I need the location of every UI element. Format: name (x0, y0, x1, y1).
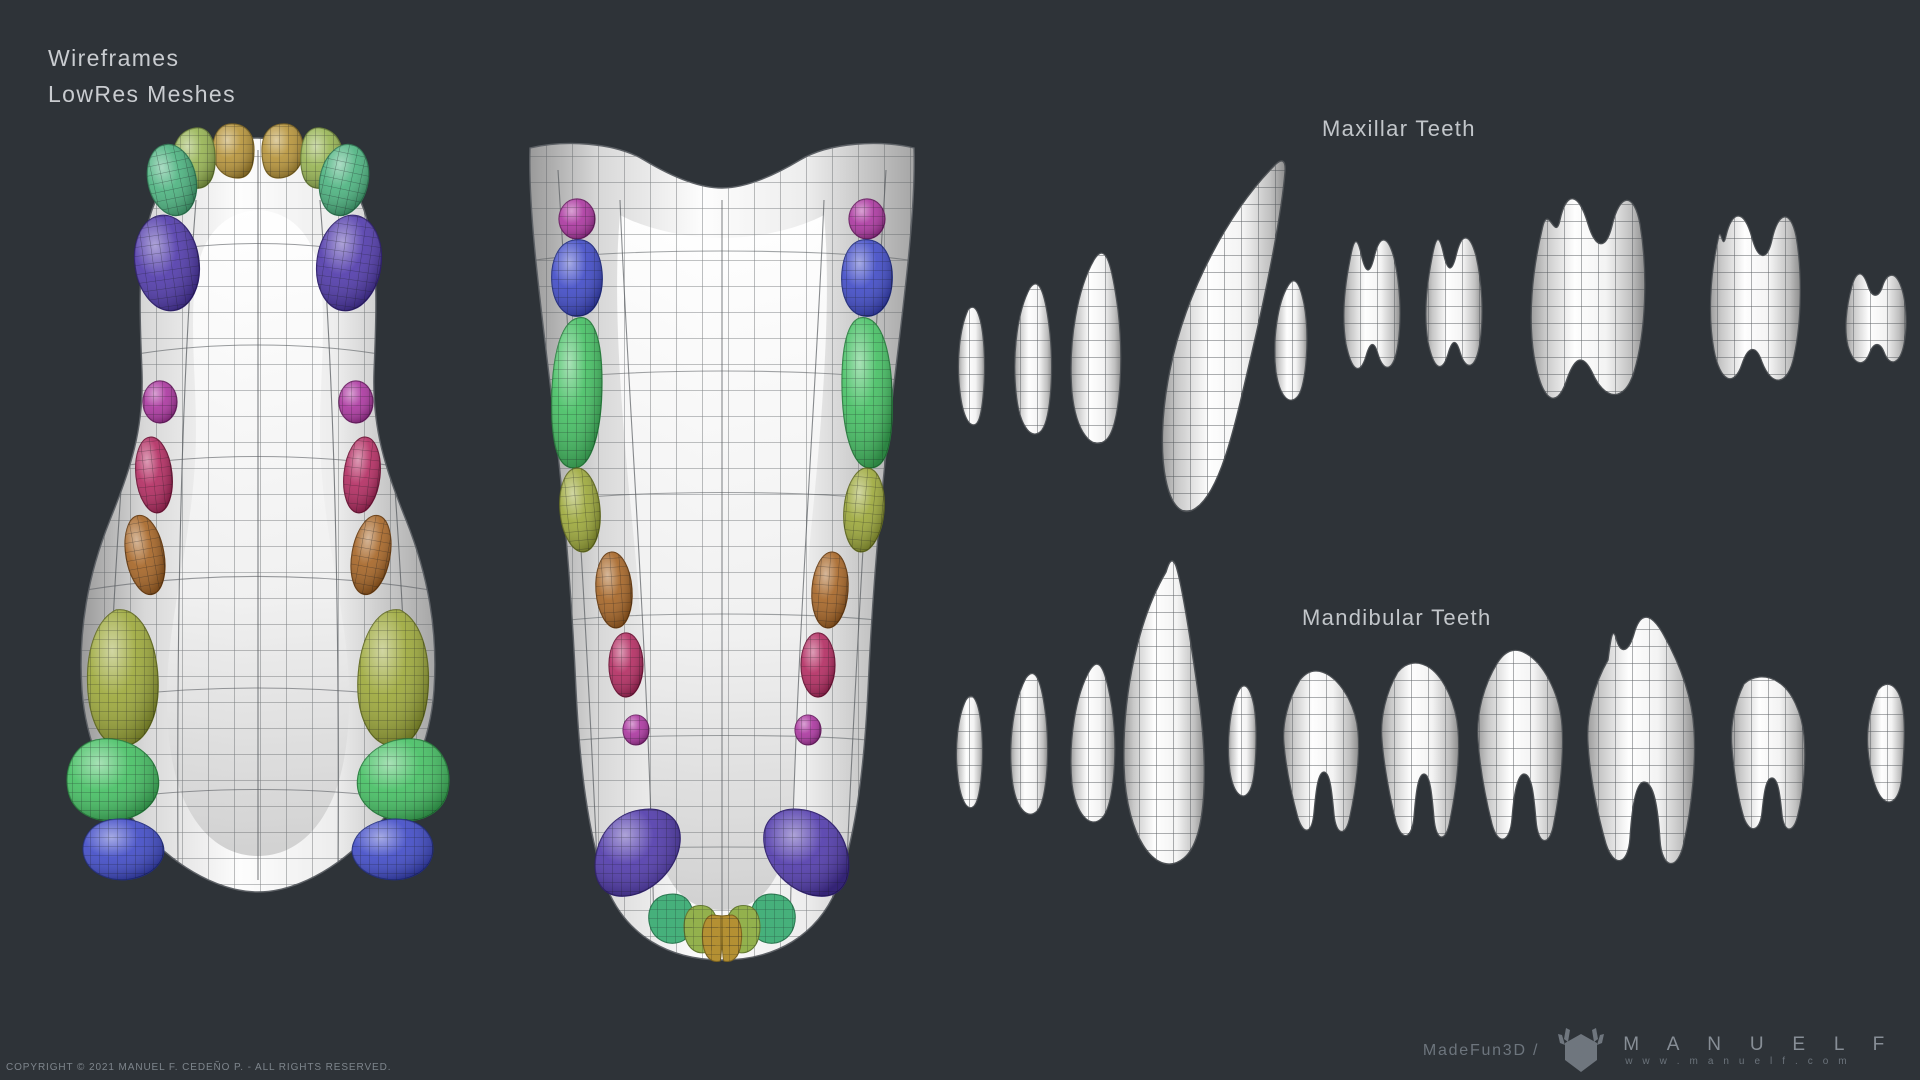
tooth-mandibular-molar-5[interactable] (1730, 676, 1806, 830)
tooth-mandibular-molar-4[interactable] (1587, 616, 1696, 865)
socket-premolar3-left[interactable] (119, 512, 170, 597)
tooth-mandibular-incisor-2[interactable] (1010, 672, 1049, 815)
socket-mandible-crimson-right[interactable] (800, 632, 836, 698)
socket-molar2-right[interactable] (356, 738, 450, 822)
tooth-maxillar-molar-2[interactable] (1709, 215, 1801, 381)
socket-mandible-purple-right[interactable] (763, 808, 850, 897)
socket-mandible-blue-right[interactable] (841, 239, 893, 317)
socket-canine-root-right[interactable] (311, 211, 388, 315)
socket-mandible-olive-left[interactable] (556, 466, 603, 553)
socket-premolar1-right[interactable] (338, 380, 374, 424)
socket-mandible-purple-left[interactable] (594, 808, 681, 897)
footer-branding: MadeFun3D / M A N U E L F w w w . m a n … (1423, 1026, 1896, 1076)
page-title-wireframes: Wireframes (48, 45, 180, 71)
brand-url: w w w . m a n u e l f . c o m (1625, 1056, 1851, 1067)
tooth-mandibular-premolar-1[interactable] (1227, 685, 1257, 797)
tooth-maxillar-incisor-1[interactable] (957, 306, 986, 426)
tooth-mandibular-molar-3[interactable] (1477, 649, 1564, 842)
brand-text-block: M A N U E L F w w w . m a n u e l f . c … (1623, 1035, 1896, 1067)
socket-canine-crown-right[interactable] (313, 140, 375, 220)
socket-mandible-green-right[interactable] (841, 317, 893, 469)
mandibular-teeth-row[interactable] (955, 560, 1905, 865)
studio-name: MadeFun3D / (1422, 1042, 1540, 1059)
tooth-mandibular-canine[interactable] (1123, 560, 1205, 865)
tooth-mandibular-molar-2[interactable] (1381, 662, 1460, 838)
maxilla-tooth-sockets[interactable] (66, 123, 450, 881)
mandible-tooth-sockets[interactable] (551, 198, 893, 962)
page-subtitle-lowres: LowRes Meshes (48, 81, 236, 107)
socket-central-incisor-right[interactable] (261, 123, 304, 179)
section-label-maxillar: Maxillar Teeth (1322, 116, 1476, 141)
copyright-notice: COPYRIGHT © 2021 MANUEL F. CEDEÑO P. - A… (6, 1062, 392, 1073)
socket-molar1-right[interactable] (357, 609, 430, 747)
section-label-mandibular: Mandibular Teeth (1302, 605, 1492, 630)
tooth-maxillar-molar-3[interactable] (1845, 273, 1907, 364)
socket-central-incisor-left[interactable] (212, 123, 255, 179)
socket-canine-crown-left[interactable] (141, 140, 203, 220)
tooth-mandibular-incisor-1[interactable] (955, 695, 984, 809)
tooth-mandibular-molar-6[interactable] (1866, 683, 1905, 803)
socket-mandible-brown-right[interactable] (809, 551, 850, 629)
socket-mandible-magenta-left[interactable] (558, 198, 596, 240)
socket-premolar1-left[interactable] (142, 380, 178, 424)
brand-name: M A N U E L F (1623, 1034, 1896, 1055)
tooth-maxillar-molar-1[interactable] (1530, 198, 1646, 399)
socket-molar2-left[interactable] (66, 738, 160, 822)
socket-canine-root-left[interactable] (129, 211, 206, 315)
socket-mandible-crimson-left[interactable] (608, 632, 644, 698)
socket-molar3-right[interactable] (351, 818, 434, 881)
socket-molar1-left[interactable] (86, 609, 159, 747)
tooth-maxillar-premolar-3[interactable] (1425, 237, 1483, 367)
mandible-occlusal-view[interactable] (510, 130, 940, 980)
tooth-maxillar-premolar-1[interactable] (1274, 280, 1308, 401)
tooth-maxillar-canine[interactable] (1161, 160, 1286, 513)
tooth-maxillar-incisor-3[interactable] (1070, 252, 1122, 445)
socket-mandible-magenta2-right[interactable] (794, 714, 822, 746)
socket-mandible-green-left[interactable] (551, 317, 603, 469)
socket-premolar2-left[interactable] (132, 435, 176, 514)
socket-mandible-anterior-cluster[interactable] (648, 893, 796, 962)
manuelf-emblem-icon (1558, 1028, 1605, 1072)
socket-mandible-blue-left[interactable] (551, 239, 603, 317)
tooth-maxillar-premolar-2[interactable] (1343, 239, 1401, 369)
socket-mandible-magenta-right[interactable] (848, 198, 886, 240)
tooth-mandibular-molar-1[interactable] (1283, 670, 1360, 833)
tooth-mandibular-incisor-3[interactable] (1070, 663, 1116, 823)
tooth-maxillar-incisor-2[interactable] (1014, 283, 1053, 435)
socket-premolar2-right[interactable] (340, 435, 384, 514)
maxillar-teeth-row[interactable] (957, 160, 1907, 513)
socket-molar3-left[interactable] (82, 818, 165, 881)
socket-mandible-magenta2-left[interactable] (622, 714, 650, 746)
maxilla-palate-view[interactable] (60, 120, 480, 910)
socket-mandible-olive-right[interactable] (840, 466, 887, 553)
socket-mandible-brown-left[interactable] (593, 551, 634, 629)
socket-premolar3-right[interactable] (345, 512, 396, 597)
